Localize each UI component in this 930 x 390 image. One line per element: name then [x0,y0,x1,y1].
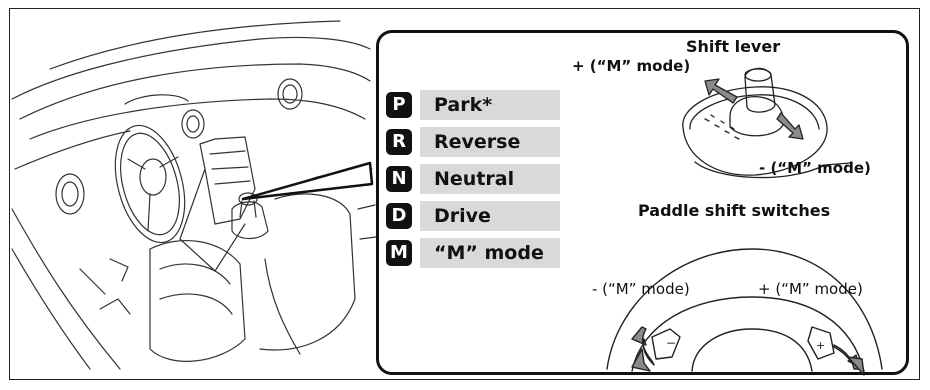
gear-badge-m: M [386,240,412,266]
gear-label-m-mode: “M” mode [420,238,560,268]
shift-lever-minus-label: - (“M” mode) [759,159,871,177]
shift-lever-heading: Shift lever [686,37,781,56]
gear-badge-d: D [386,203,412,229]
paddle-minus-label: - (“M” mode) [592,280,690,298]
gear-label-neutral: Neutral [420,164,560,194]
gear-badge-n: N [386,166,412,192]
paddle-plus-label: + (“M” mode) [758,280,863,298]
svg-text:+: + [816,339,825,352]
gear-label-drive: Drive [420,201,560,231]
car-interior-illustration [11,20,377,370]
shift-lever-illustration [682,67,851,179]
gear-label-reverse: Reverse [420,127,560,157]
gear-badge-r: R [386,129,412,155]
paddle-shift-illustration: − + [606,248,883,376]
shift-lever-plus-label: + (“M” mode) [572,57,691,75]
paddle-shift-heading: Paddle shift switches [638,201,831,220]
figure-frame: P Park* R Reverse N Neutral D Drive M “M… [9,8,920,380]
svg-text:−: − [666,336,676,350]
callout-leader-line [241,161,374,201]
gear-badge-p: P [386,92,412,118]
gear-label-park: Park* [420,90,560,120]
